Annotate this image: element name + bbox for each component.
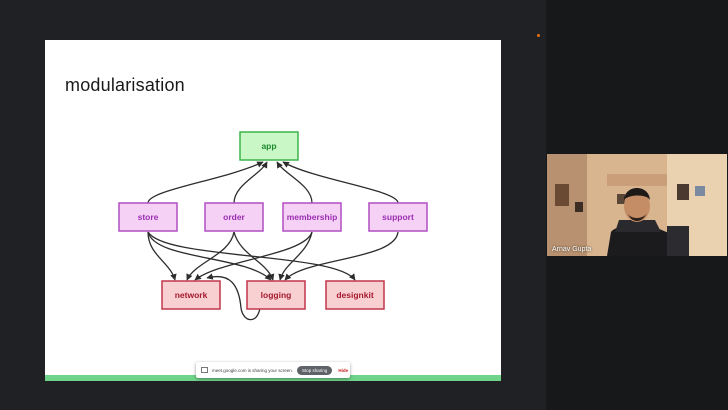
screen-share-icon (201, 367, 208, 373)
node-support: support (368, 202, 428, 232)
edge-logging-network (206, 273, 261, 321)
edge-order-logging (233, 231, 275, 281)
edge-order-app (233, 161, 268, 204)
node-order-label: order (223, 212, 245, 222)
edge-membership-network (194, 231, 313, 281)
module-diagram: app store order membership support netwo… (118, 131, 428, 321)
node-designkit: designkit (325, 280, 385, 310)
node-membership-label: membership (287, 212, 338, 222)
node-app-label: app (261, 141, 276, 151)
node-membership: membership (282, 202, 342, 232)
node-designkit-label: designkit (336, 290, 373, 300)
node-network: network (161, 280, 221, 310)
edge-support-logging (284, 231, 399, 281)
node-order: order (204, 202, 264, 232)
hide-button[interactable]: Hide (338, 367, 349, 373)
top-bar (0, 0, 546, 28)
participant-name: Arnav Gupta (552, 246, 592, 253)
slide-bottom-bar (45, 375, 501, 381)
video-feed (547, 154, 727, 256)
bottom-bar (0, 381, 546, 410)
recording-indicator-icon (537, 34, 540, 37)
edge-store-app (147, 161, 264, 204)
edge-membership-app (276, 161, 313, 204)
edge-store-network (147, 231, 177, 281)
edge-store-logging (147, 231, 272, 281)
screen-share-bar: meet.google.com is sharing your screen. … (196, 362, 350, 378)
slide-title: modularisation (65, 75, 185, 95)
node-logging: logging (246, 280, 306, 310)
presentation-slide: modularisation app store (45, 40, 501, 381)
edge-support-app (282, 161, 399, 204)
share-message: meet.google.com is sharing your screen. (212, 367, 294, 373)
edge-order-network (186, 231, 235, 281)
node-app: app (239, 131, 299, 161)
node-network-label: network (175, 290, 208, 300)
node-store: store (118, 202, 178, 232)
edge-membership-logging (278, 231, 313, 281)
stop-sharing-button[interactable]: Stop sharing (297, 365, 333, 375)
node-logging-label: logging (261, 290, 292, 300)
node-support-label: support (382, 212, 414, 222)
node-store-label: store (138, 212, 159, 222)
participant-video-tile[interactable]: Arnav Gupta (547, 154, 727, 256)
